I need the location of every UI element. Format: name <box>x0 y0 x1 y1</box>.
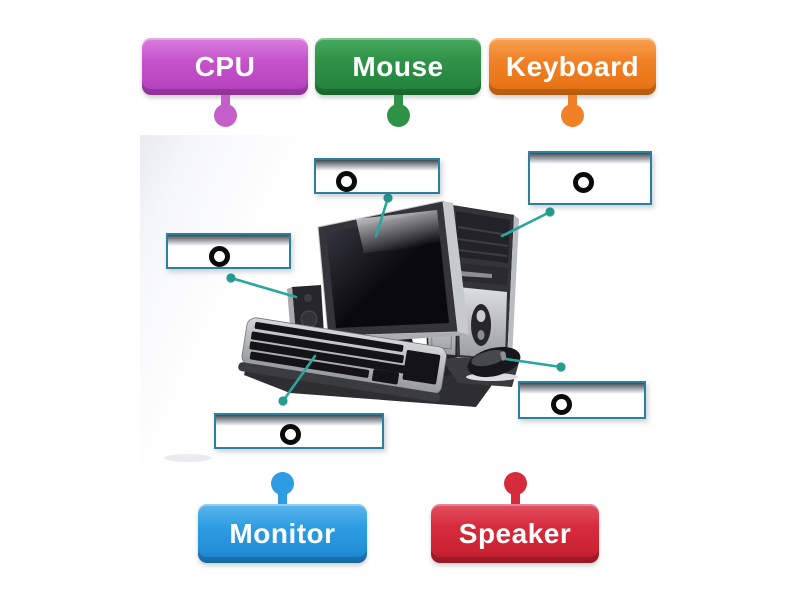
floor-smudge <box>164 454 212 462</box>
mouse-graphic <box>466 346 521 381</box>
connector-left-speaker <box>229 276 298 299</box>
drop-target-circle <box>336 171 357 192</box>
answer-slot-mouse[interactable] <box>518 381 646 419</box>
pin-ball <box>213 104 237 127</box>
answer-slot-left-speaker[interactable] <box>166 233 291 269</box>
connector-dots <box>226 193 566 406</box>
draggable-label-monitor[interactable]: Monitor <box>198 472 367 563</box>
pin-stem <box>568 95 577 110</box>
drop-target-circle <box>209 246 230 267</box>
drop-target-circle <box>551 394 572 415</box>
draggable-label-speaker[interactable]: Speaker <box>431 472 599 563</box>
drop-target-circle <box>280 424 301 445</box>
pin-stem <box>510 489 520 504</box>
label-text: Mouse <box>352 50 444 82</box>
draggable-label-mouse[interactable]: Mouse <box>315 38 481 127</box>
answer-slot-keyboard[interactable] <box>214 413 384 449</box>
label-text: Keyboard <box>505 50 640 82</box>
pin-stem <box>278 489 287 504</box>
pin-ball <box>503 472 527 495</box>
answer-slot-monitor-screen[interactable] <box>314 158 440 194</box>
drop-target-circle <box>573 172 594 193</box>
label-text: Speaker <box>458 517 572 549</box>
pin-ball <box>271 472 294 495</box>
connector-screen <box>374 196 390 238</box>
pin-stem <box>220 95 230 110</box>
connector-mouse <box>504 357 563 369</box>
monitor-graphic <box>317 200 469 344</box>
pin-stem <box>393 95 403 110</box>
connector-tower <box>500 210 552 238</box>
label-text: Monitor <box>229 517 336 549</box>
pin-ball <box>561 104 584 127</box>
connector-keyboard <box>281 354 317 403</box>
connector-lines <box>229 196 563 403</box>
draggable-label-keyboard[interactable]: Keyboard <box>489 38 656 127</box>
label-text: CPU <box>194 50 256 82</box>
pin-ball <box>386 104 410 127</box>
draggable-label-cpu[interactable]: CPU <box>142 38 308 127</box>
answer-slot-tower[interactable] <box>528 151 652 205</box>
computer-illustration <box>164 193 566 462</box>
